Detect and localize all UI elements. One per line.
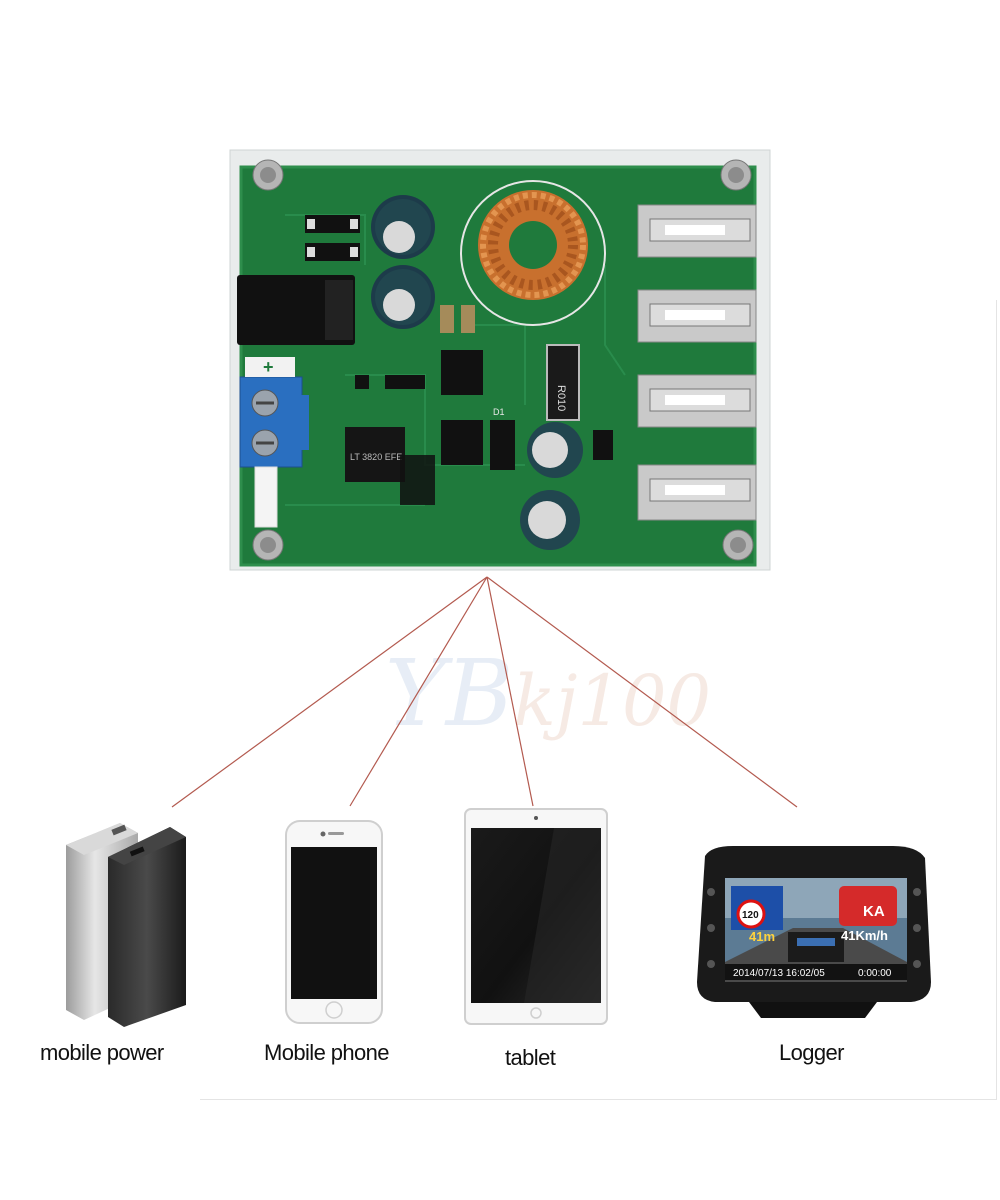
tablet-icon xyxy=(464,808,608,1025)
watermark: YBkj100 xyxy=(385,640,711,747)
dc-dc-converter-board: + R010 D1 LT 3820 EFE xyxy=(229,149,771,571)
terminal-plus-label: + xyxy=(263,357,274,377)
toroid-inductor xyxy=(460,180,606,326)
power-bank-icon xyxy=(66,823,186,1027)
current-sense-resistor xyxy=(546,344,580,421)
device-label-phone: Mobile phone xyxy=(264,1040,390,1065)
logger-speed: 41Km/h xyxy=(841,928,888,943)
watermark-suffix: kj100 xyxy=(513,660,712,742)
device-label-logger: Logger xyxy=(779,1040,845,1065)
logger-timer: 0:00:00 xyxy=(858,968,892,979)
controller-chip xyxy=(345,427,405,482)
terminal-block: + xyxy=(239,357,309,528)
diode-label: D1 xyxy=(493,407,505,417)
logger-speed-limit: 120 xyxy=(742,910,759,921)
device-label-power-bank: mobile power xyxy=(40,1040,164,1065)
capacitor xyxy=(371,195,435,329)
frame-line-right xyxy=(996,300,997,1100)
usb-ports xyxy=(637,204,757,521)
logger-datetime: 2014/07/13 16:02/05 xyxy=(733,968,825,979)
chip-label: LT 3820 EFE xyxy=(350,452,402,462)
smartphone-icon xyxy=(285,820,383,1024)
watermark-brand: YB xyxy=(385,640,514,747)
resistor-label: R010 xyxy=(555,385,567,411)
logger-alert: KA xyxy=(863,903,885,920)
frame-line-bottom xyxy=(200,1099,997,1100)
dashcam-icon: 120 41m KA 41Km/h 2014/07/13 16:02/05 0:… xyxy=(697,846,931,1018)
screw-icon xyxy=(252,159,754,561)
logger-distance: 41m xyxy=(749,929,775,944)
device-label-tablet: tablet xyxy=(505,1045,556,1070)
